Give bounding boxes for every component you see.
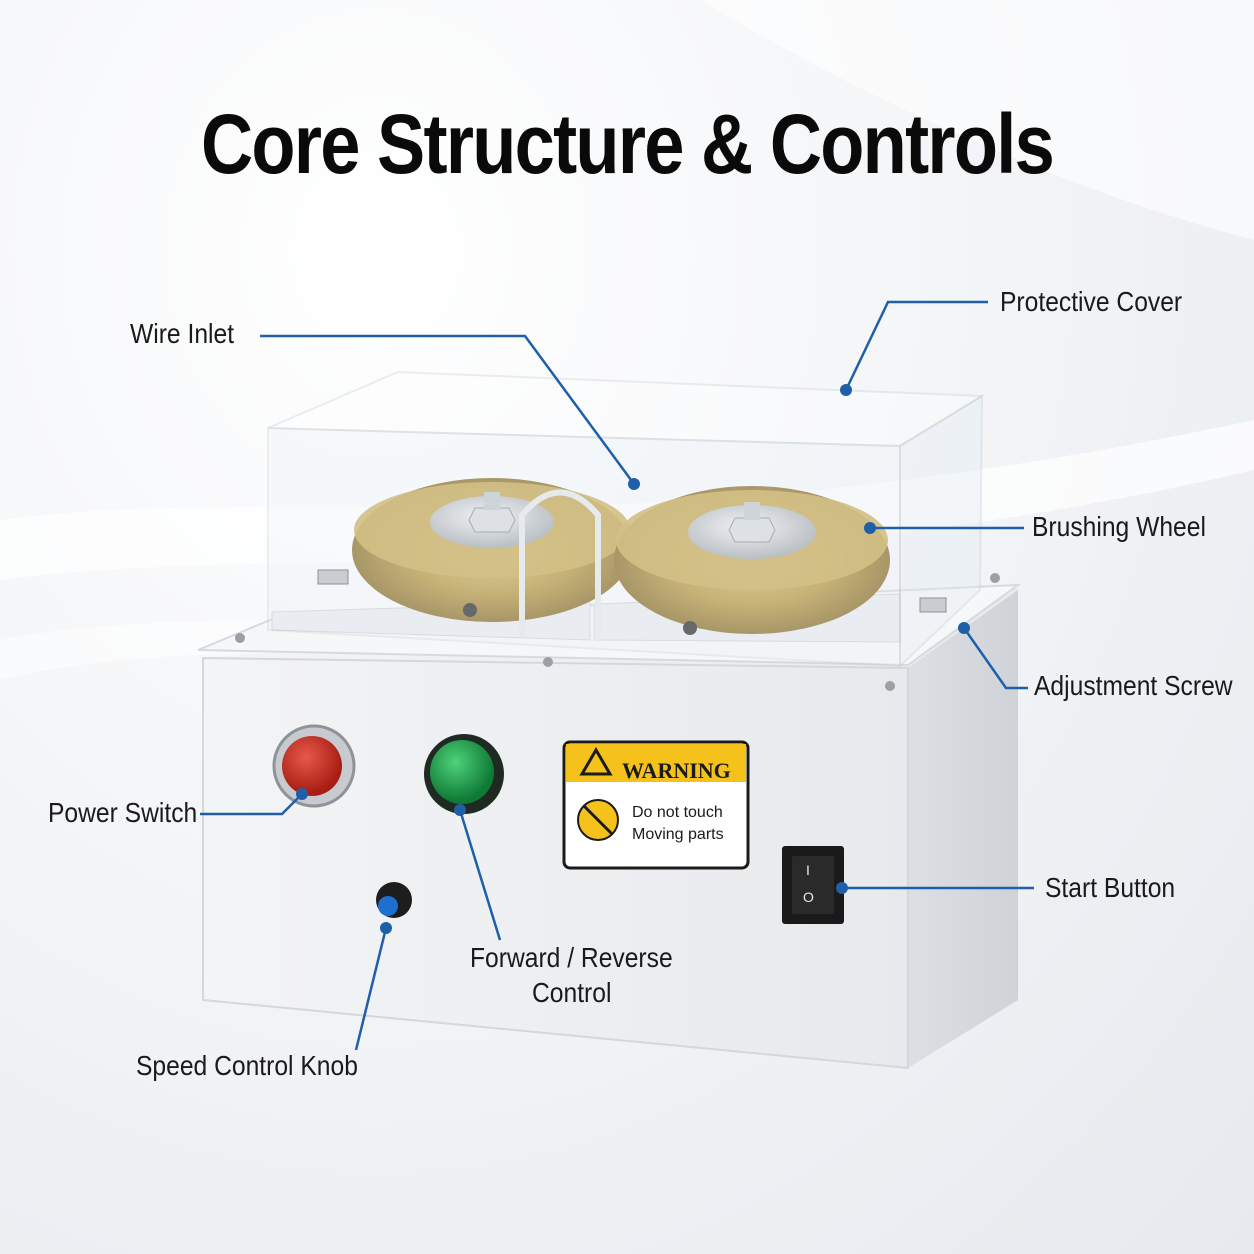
warning-sign <box>562 740 750 870</box>
warning-line-1: Do not touch <box>632 804 723 821</box>
brushing-wheel-right <box>614 486 890 634</box>
rocker-off-mark: O <box>803 889 814 905</box>
label-wire-inlet: Wire Inlet <box>130 318 235 349</box>
label-forward-reverse-line-2: Control <box>532 977 612 1008</box>
label-start-button: Start Button <box>1045 872 1176 903</box>
label-power-switch: Power Switch <box>48 797 198 828</box>
warning-heading: WARNING <box>622 758 731 783</box>
power-switch[interactable] <box>272 724 356 808</box>
label-forward-reverse-line-1: Forward / Reverse <box>470 942 673 973</box>
forward-reverse-control[interactable] <box>424 734 504 814</box>
warning-triangle-icon <box>579 747 613 776</box>
label-adjustment-screw: Adjustment Screw <box>1034 670 1233 701</box>
warning-line-2: Moving parts <box>632 826 724 843</box>
page-title: Core Structure & Controls <box>200 97 1055 191</box>
label-speed-control-knob: Speed Control Knob <box>136 1050 358 1081</box>
protective-cover <box>267 370 986 669</box>
callout-lines <box>200 300 1034 1051</box>
start-button[interactable] <box>782 846 844 924</box>
speed-control-knob[interactable] <box>376 882 412 918</box>
callout-dots <box>296 384 970 934</box>
rocker-on-mark: I <box>806 862 810 878</box>
label-brushing-wheel: Brushing Wheel <box>1032 511 1206 542</box>
label-protective-cover: Protective Cover <box>1000 286 1183 317</box>
